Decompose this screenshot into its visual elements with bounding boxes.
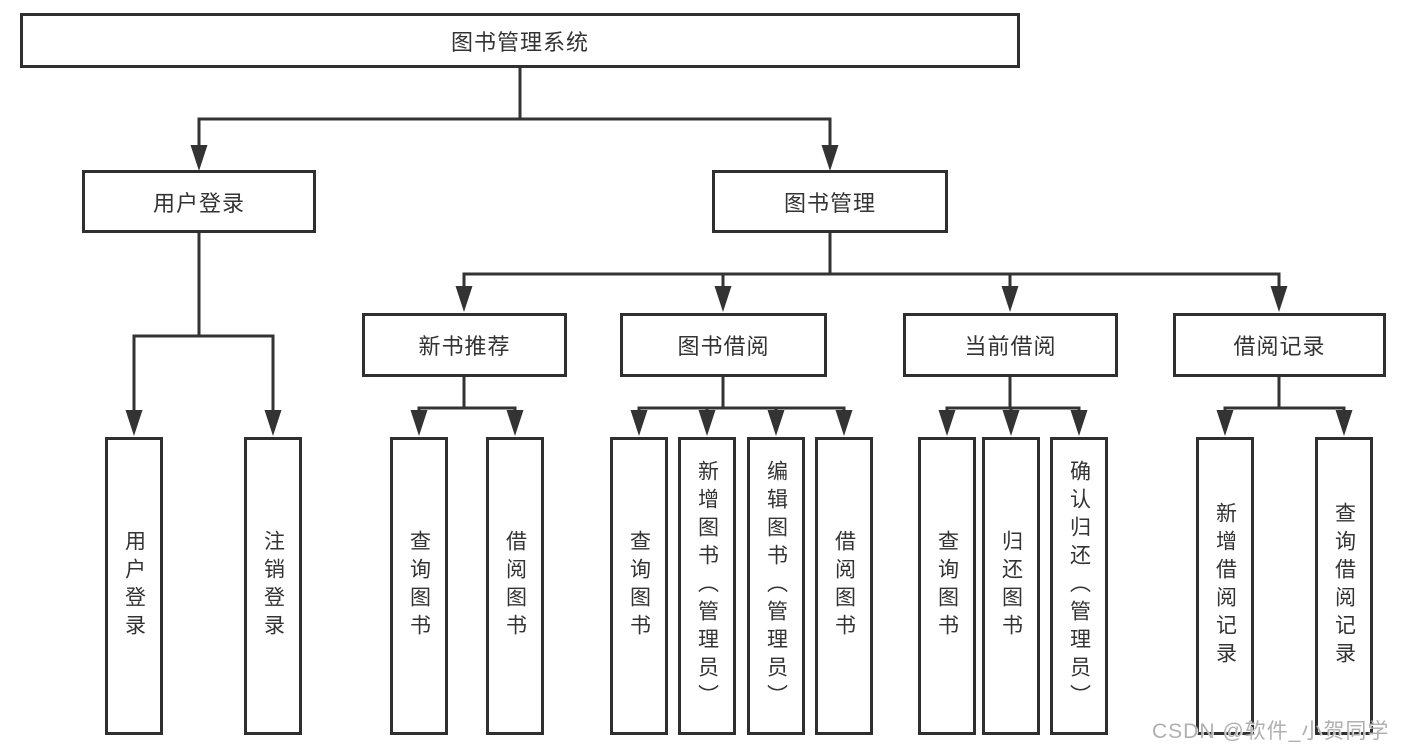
arrowhead bbox=[835, 410, 853, 436]
node-leaf-logout: 注销登录 bbox=[244, 437, 302, 735]
node-leaf-records-add-record: 新增借阅记录 bbox=[1196, 437, 1254, 735]
node-label: 查询图书 bbox=[935, 530, 959, 642]
arrowhead bbox=[938, 410, 956, 436]
connector-current-to-children bbox=[945, 375, 1081, 414]
connector-recommend-to-children bbox=[417, 375, 517, 414]
arrowhead bbox=[1070, 410, 1088, 436]
arrowhead bbox=[1002, 410, 1020, 436]
node-leaf-recommend-borrow-books: 借阅图书 bbox=[486, 437, 544, 735]
node-book-management: 图书管理 bbox=[712, 170, 948, 233]
node-label: 借阅图书 bbox=[503, 530, 527, 642]
node-library-management-system: 图书管理系统 bbox=[20, 13, 1020, 68]
node-user-login: 用户登录 bbox=[82, 170, 316, 233]
arrowhead bbox=[1335, 410, 1353, 436]
arrowheads bbox=[125, 145, 1353, 436]
arrowhead bbox=[698, 410, 716, 436]
arrowhead bbox=[506, 410, 524, 436]
node-label: 图书管理系统 bbox=[450, 29, 589, 55]
connector-borrowing-to-children bbox=[637, 375, 846, 414]
node-leaf-borrowing-edit-books: 编辑图书（管理员） bbox=[747, 437, 805, 735]
node-label: 新增借阅记录 bbox=[1213, 502, 1237, 670]
arrowhead bbox=[821, 145, 839, 171]
node-label: 编辑图书（管理员） bbox=[764, 460, 788, 712]
node-label: 注销登录 bbox=[261, 530, 285, 642]
arrowhead bbox=[1001, 286, 1019, 312]
node-leaf-borrowing-borrow-books: 借阅图书 bbox=[815, 437, 873, 735]
node-current-borrowing: 当前借阅 bbox=[903, 313, 1118, 377]
node-leaf-borrowing-add-books: 新增图书（管理员） bbox=[678, 437, 736, 735]
arrowhead bbox=[1216, 410, 1234, 436]
csdn-watermark: CSDN @软件_小贺同学 bbox=[1152, 720, 1390, 743]
connector-bookmgmt-to-level3 bbox=[462, 231, 1281, 290]
node-label: 新书推荐 bbox=[418, 334, 511, 359]
connector-root-to-level2 bbox=[197, 66, 832, 149]
node-label: 确认归还（管理员） bbox=[1067, 460, 1091, 712]
arrowhead bbox=[264, 410, 282, 436]
node-label: 当前借阅 bbox=[964, 334, 1057, 359]
node-label: 查询图书 bbox=[627, 530, 651, 642]
node-label: 新增图书（管理员） bbox=[695, 460, 719, 712]
arrowhead bbox=[1270, 286, 1288, 312]
node-leaf-user-login: 用户登录 bbox=[105, 437, 163, 735]
arrowhead bbox=[630, 410, 648, 436]
connector-userlogin-to-children bbox=[132, 231, 275, 414]
node-leaf-current-return-books: 归还图书 bbox=[982, 437, 1040, 735]
node-label: 图书借阅 bbox=[677, 334, 770, 359]
node-label: 查询图书 bbox=[407, 530, 431, 642]
node-leaf-borrowing-query-books: 查询图书 bbox=[610, 437, 668, 735]
arrowhead bbox=[767, 410, 785, 436]
arrowhead bbox=[410, 410, 428, 436]
arrowhead bbox=[455, 286, 473, 312]
arrowhead bbox=[714, 286, 732, 312]
node-borrowing-records: 借阅记录 bbox=[1173, 313, 1386, 377]
arrowhead bbox=[190, 145, 208, 171]
node-leaf-current-query-books: 查询图书 bbox=[918, 437, 976, 735]
connector-records-to-children bbox=[1223, 375, 1346, 414]
node-label: 查询借阅记录 bbox=[1332, 502, 1356, 670]
node-label: 用户登录 bbox=[152, 190, 245, 216]
node-leaf-records-query-record: 查询借阅记录 bbox=[1315, 437, 1373, 735]
node-label: 归还图书 bbox=[999, 530, 1023, 642]
node-label: 图书管理 bbox=[783, 190, 876, 216]
arrowhead bbox=[125, 410, 143, 436]
node-label: 借阅记录 bbox=[1233, 334, 1326, 359]
node-new-book-recommend: 新书推荐 bbox=[362, 313, 567, 377]
node-label: 用户登录 bbox=[122, 530, 146, 642]
node-leaf-current-confirm-return: 确认归还（管理员） bbox=[1050, 437, 1108, 735]
node-book-borrowing: 图书借阅 bbox=[620, 313, 827, 377]
node-leaf-recommend-query-books: 查询图书 bbox=[390, 437, 448, 735]
node-label: 借阅图书 bbox=[832, 530, 856, 642]
